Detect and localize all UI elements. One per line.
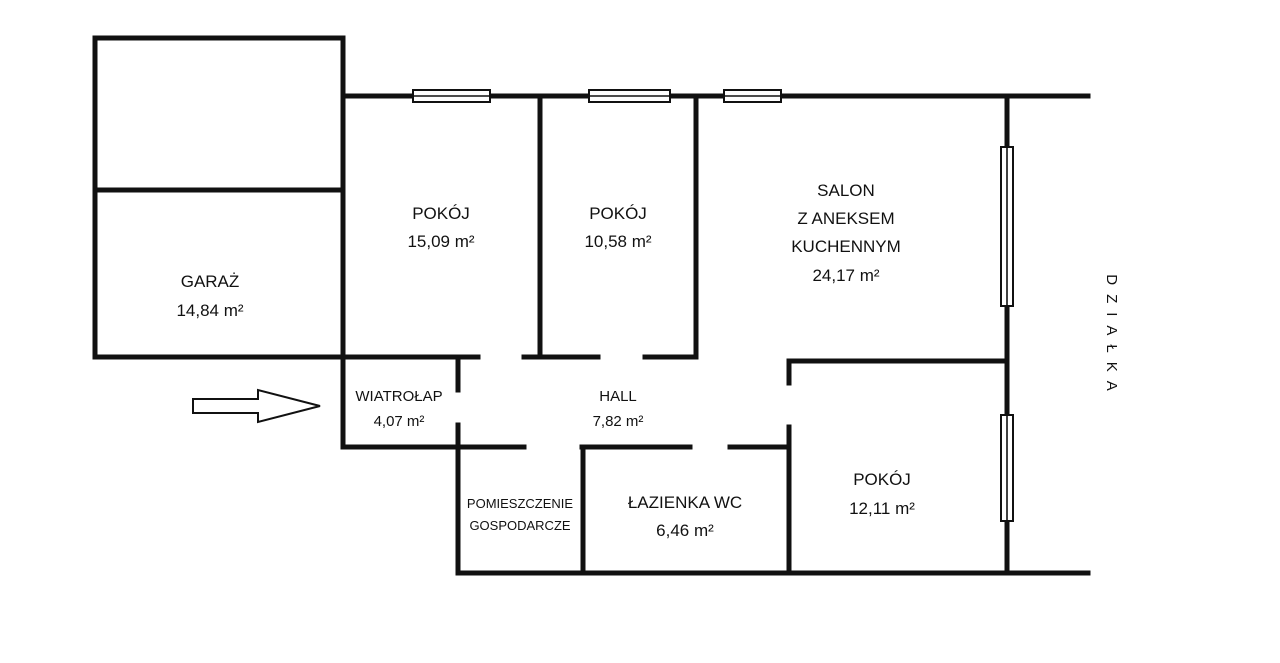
- entrance-arrow-icon: [192, 388, 321, 424]
- salon-name-line1: SALON: [817, 181, 875, 200]
- salon-name-line3: KUCHENNYM: [791, 237, 901, 256]
- walls: [92, 35, 1091, 576]
- vestibule-name: WIATROŁAP: [355, 388, 442, 405]
- utility-name-line2: GOSPODARCZE: [469, 518, 570, 533]
- utility-name-line1: POMIESZCZENIE: [467, 496, 574, 511]
- bathroom-area: 6,46 m²: [656, 521, 714, 540]
- salon-name-line2: Z ANEKSEM: [797, 209, 894, 228]
- room-3-name: POKÓJ: [853, 470, 911, 489]
- bathroom-name: ŁAZIENKA WC: [628, 493, 742, 512]
- room-2-name: POKÓJ: [589, 204, 647, 223]
- window-top-3: [723, 89, 782, 103]
- window-right-2: [1000, 414, 1014, 522]
- garage-name: GARAŻ: [181, 272, 240, 291]
- window-top-2: [588, 89, 671, 103]
- hall-name: HALL: [599, 388, 637, 405]
- room-3-area: 12,11 m²: [849, 499, 915, 518]
- room-1-area: 15,09 m²: [407, 232, 474, 251]
- garage-area: 14,84 m²: [176, 301, 243, 320]
- room-1-name: POKÓJ: [412, 204, 470, 223]
- window-right-1: [1000, 146, 1014, 307]
- hall-area: 7,82 m²: [593, 413, 644, 430]
- window-top-1: [412, 89, 491, 103]
- salon-area: 24,17 m²: [812, 266, 879, 285]
- room-2-area: 10,58 m²: [584, 232, 651, 251]
- plot-label: DZIAŁKA: [1103, 274, 1120, 400]
- vestibule-area: 4,07 m²: [374, 413, 425, 430]
